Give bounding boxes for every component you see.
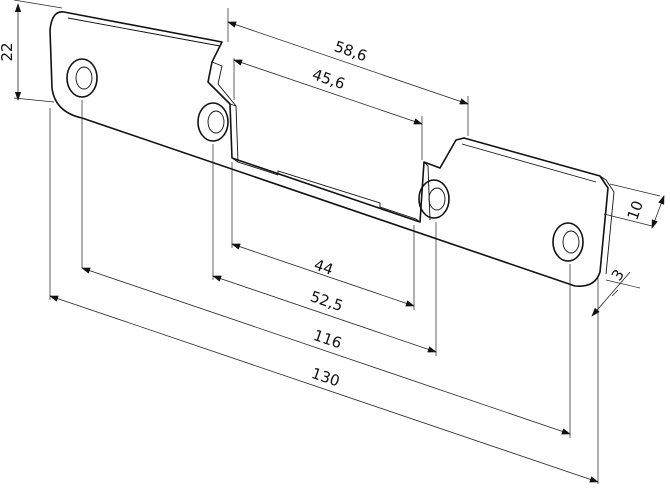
label-116: 116 — [311, 326, 344, 352]
label-44: 44 — [312, 256, 336, 279]
plate-edge-line — [67, 17, 597, 183]
strike-plate — [49, 11, 615, 288]
label-10: 10 — [624, 198, 647, 222]
screw-hole-right — [552, 222, 584, 262]
label-130: 130 — [309, 364, 342, 390]
label-22: 22 — [0, 42, 16, 61]
screw-hole-inner-left — [197, 102, 229, 142]
dim-line-10 — [651, 195, 665, 229]
label-45-6: 45,6 — [310, 65, 347, 93]
plate-outline — [49, 11, 609, 288]
label-58-6: 58,6 — [332, 37, 369, 65]
plate-end-thickness — [599, 175, 615, 275]
dim-line-130 — [49, 295, 599, 483]
label-52-5: 52,5 — [308, 287, 345, 315]
dim-line-58-6 — [227, 21, 469, 105]
screw-hole-left — [66, 58, 98, 98]
screw-hole-inner-right — [418, 179, 450, 219]
dimension-lines — [14, 3, 665, 483]
dim-line-3 — [591, 271, 631, 317]
dim-line-45-6 — [233, 59, 423, 125]
